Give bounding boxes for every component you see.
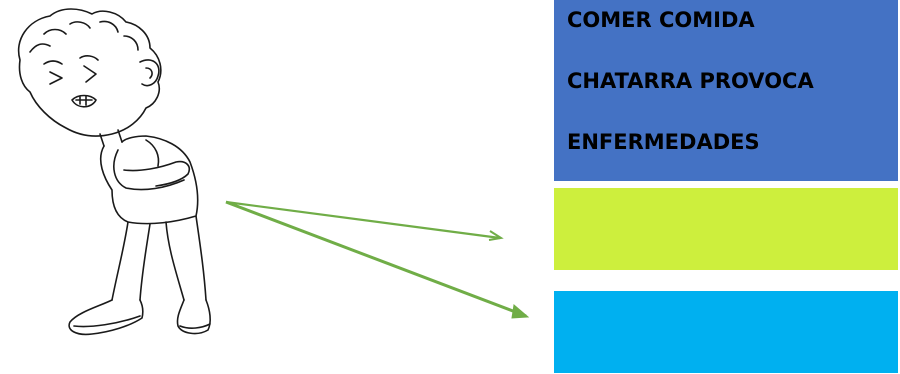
boy-stomach-ache-illustration (17, 8, 211, 336)
statement-line-3: ENFERMEDADES (567, 130, 760, 154)
arrow-to-cyan-card (225, 200, 527, 318)
arrow-head-cyan (511, 304, 530, 319)
green-answer-card[interactable] (554, 188, 898, 270)
cyan-answer-card[interactable] (554, 291, 898, 373)
statement-line-1: COMER COMIDA (567, 8, 755, 32)
blue-statement-card: COMER COMIDA CHATARRA PROVOCA ENFERMEDAD… (554, 0, 898, 181)
arrow-head-green (488, 230, 504, 241)
statement-line-2: CHATARRA PROVOCA (567, 69, 814, 93)
arrow-to-green-card (225, 200, 501, 240)
